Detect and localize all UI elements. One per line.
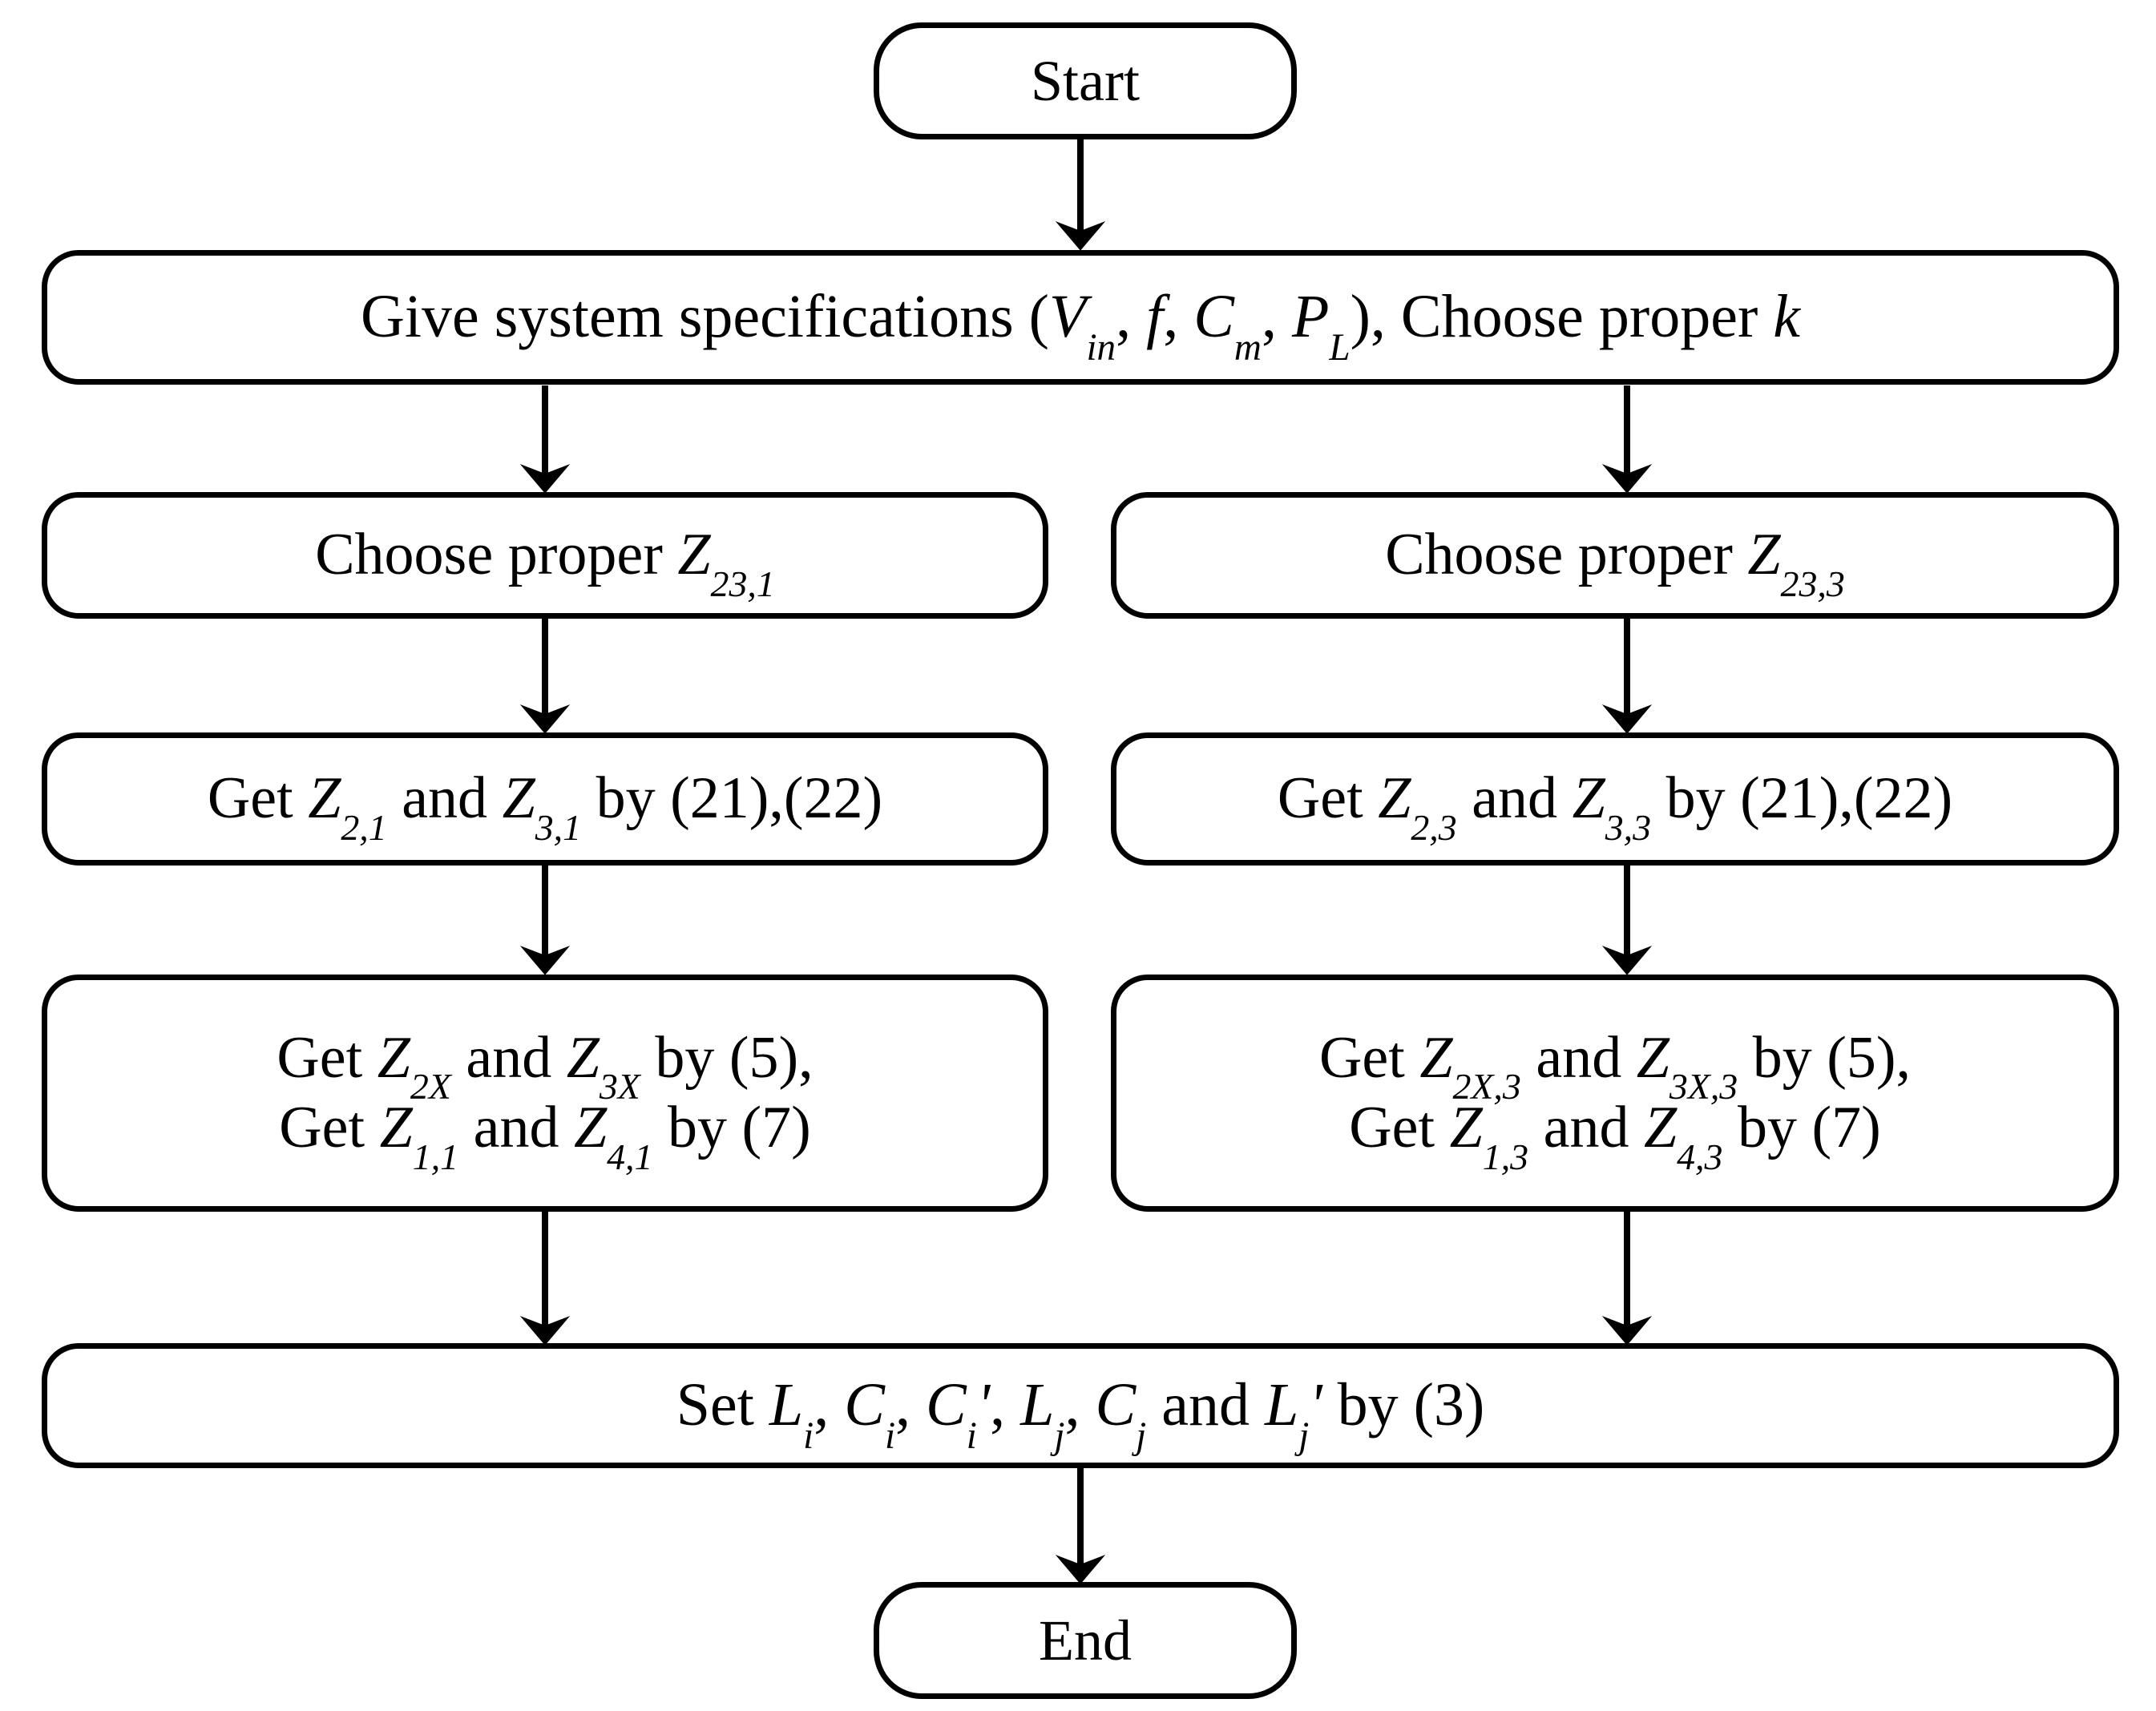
node-give-specs-label: Give system specifications (Vin, f, Cm, …	[360, 283, 1800, 369]
node-choose-z23-1[interactable]: Choose proper Z23,1	[42, 492, 1048, 619]
node-choose-z23-3[interactable]: Choose proper Z23,3	[1111, 492, 2119, 619]
node-set-components[interactable]: Set Li, Ci, Ci', Lj, Cj and Lj' by (3)	[42, 1343, 2119, 1468]
node-get-z2x-z3x-left-line-2: Get Z1,1 and Z4,1 by (7)	[279, 1095, 811, 1177]
node-choose-z23-1-label: Choose proper Z23,1	[315, 522, 775, 605]
node-get-z2x-z3x-right-line-2: Get Z1,3 and Z4,3 by (7)	[1349, 1095, 1881, 1177]
node-choose-z23-3-label: Choose proper Z23,3	[1385, 522, 1845, 605]
node-get-z2-3-z3-3[interactable]: Get Z2,3 and Z3,3 by (21),(22)	[1111, 732, 2119, 866]
node-get-z2x-z3x-left[interactable]: Get Z2X and Z3X by (5), Get Z1,1 and Z4,…	[42, 975, 1048, 1212]
node-end[interactable]: End	[874, 1582, 1297, 1699]
node-end-label: End	[1039, 1608, 1132, 1673]
node-set-components-label: Set Li, Ci, Ci', Lj, Cj and Lj' by (3)	[676, 1371, 1485, 1457]
node-give-specs[interactable]: Give system specifications (Vin, f, Cm, …	[42, 250, 2119, 385]
node-get-z2x-z3x-right-line-1: Get Z2X,3 and Z3X,3 by (5),	[1318, 1024, 1912, 1108]
node-start-label: Start	[1031, 48, 1140, 113]
node-get-z2-3-z3-3-label: Get Z2,3 and Z3,3 by (21),(22)	[1277, 765, 1953, 849]
node-get-z2-1-z3-1-label: Get Z2,1 and Z3,1 by (21),(22)	[207, 765, 883, 849]
node-get-z2-1-z3-1[interactable]: Get Z2,1 and Z3,1 by (21),(22)	[42, 732, 1048, 866]
node-get-z2x-z3x-left-line-1: Get Z2X and Z3X by (5),	[277, 1024, 814, 1108]
node-start[interactable]: Start	[874, 22, 1297, 139]
node-get-z2x-z3x-right[interactable]: Get Z2X,3 and Z3X,3 by (5), Get Z1,3 and…	[1111, 975, 2119, 1212]
